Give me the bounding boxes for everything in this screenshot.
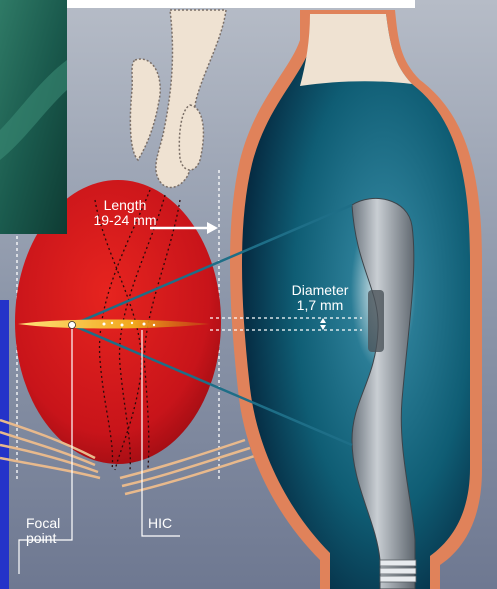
transducer-window [368,290,384,352]
tissue-lobe [179,105,203,170]
length-label: Length 19-24 mm [70,198,180,227]
focal-point-label: Focal point [26,516,60,545]
focal-point-label-line1: Focal [26,516,60,531]
diameter-label-line1: Diameter [270,283,370,298]
top-white-strip [67,0,415,8]
hic-label: HIC [148,516,172,531]
diameter-label-line2: 1,7 mm [270,298,370,313]
length-label-line2: 19-24 mm [70,213,180,228]
diameter-label: Diameter 1,7 mm [270,283,370,312]
hic-label-text: HIC [148,516,172,531]
length-label-line1: Length [70,198,180,213]
focal-point-dot [69,322,76,329]
transducer-grip [380,560,416,582]
focal-point-label-line2: point [26,531,60,546]
